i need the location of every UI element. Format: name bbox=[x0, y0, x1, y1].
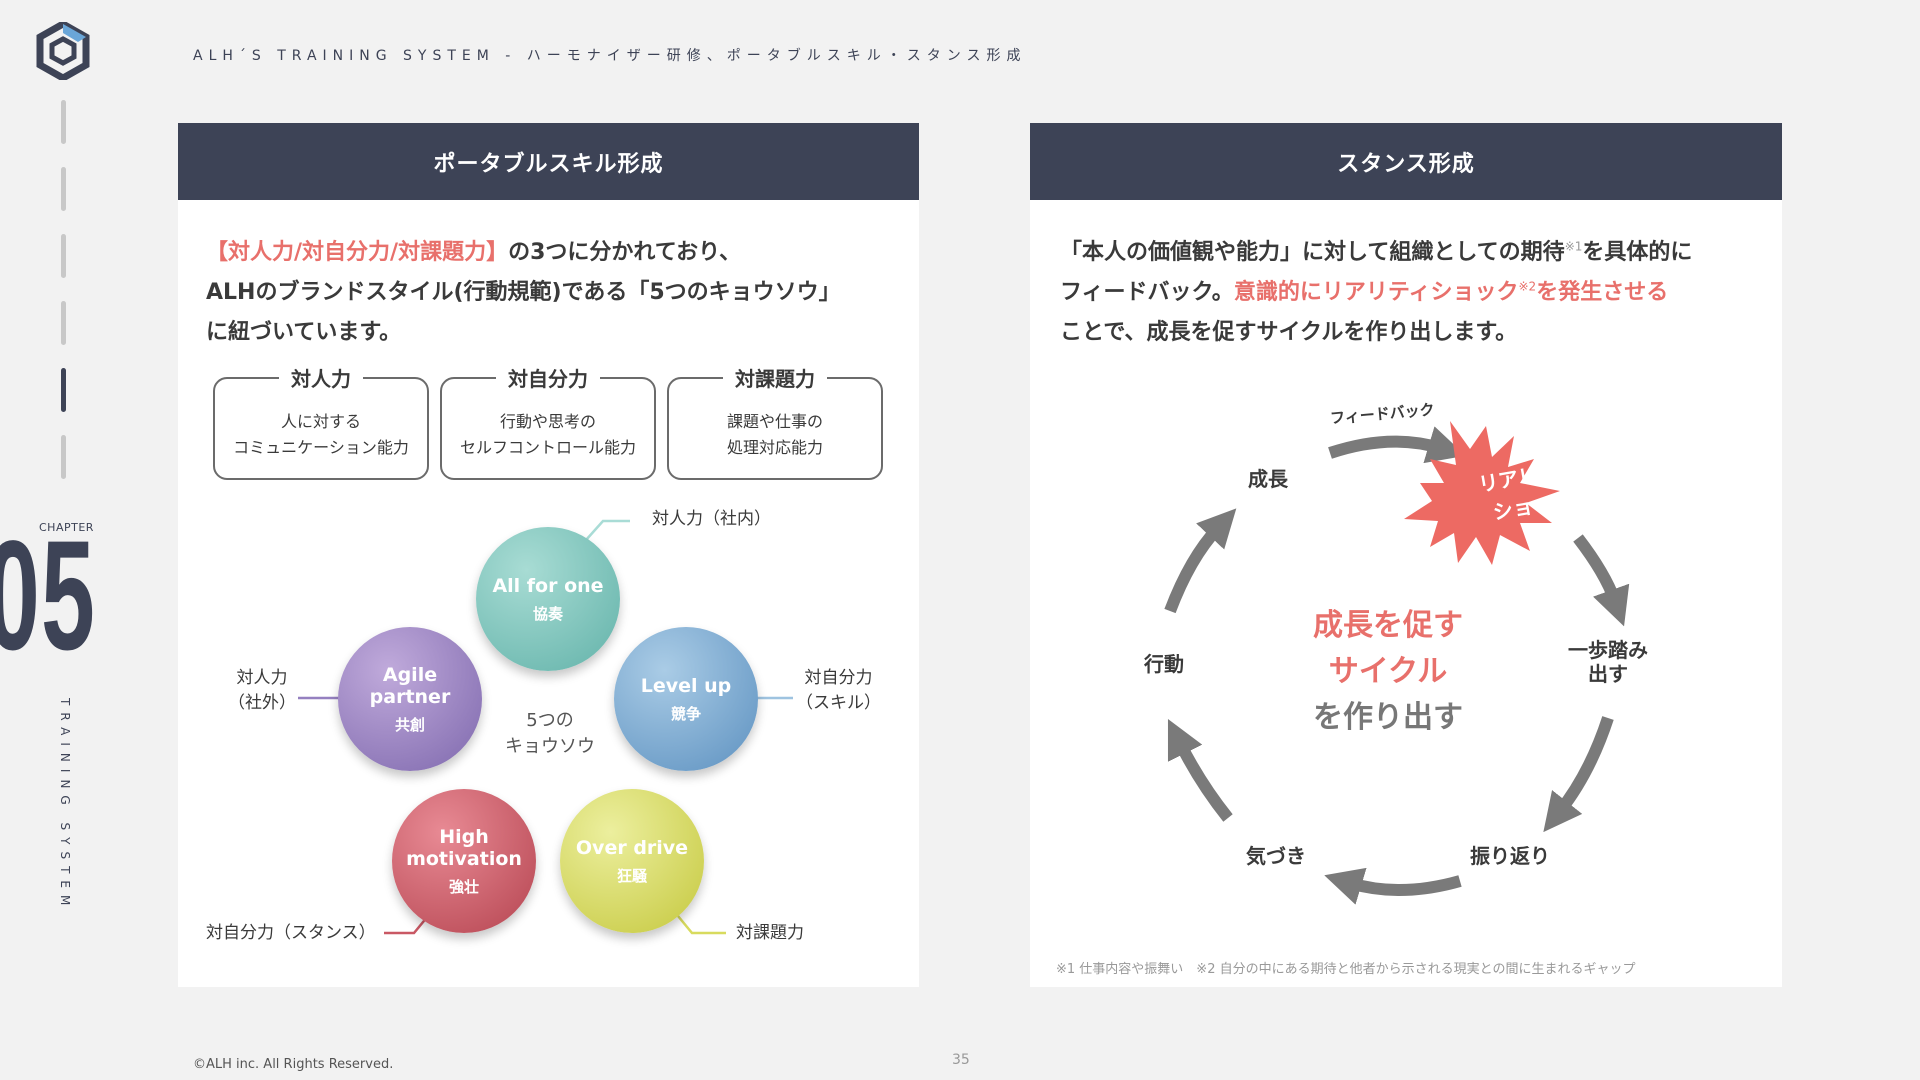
note-ref: ※1 bbox=[1564, 239, 1583, 254]
progress-dash bbox=[61, 100, 66, 144]
circle-over-drive: Over drive 狂騒 bbox=[560, 789, 704, 933]
page-header: ALH´S TRAINING SYSTEM - ハーモナイザー研修、ポータブルス… bbox=[193, 48, 1027, 64]
circle-label: 対課題力 bbox=[736, 923, 804, 943]
cycle-label-step-forward: 一歩踏み 出す bbox=[1568, 638, 1648, 686]
cycle-arrow bbox=[1167, 718, 1233, 822]
intro-text: に紐づいています。 bbox=[206, 320, 402, 345]
circle-label: 対人力（社内） bbox=[652, 509, 771, 529]
intro-highlight: を発生させる bbox=[1536, 280, 1669, 305]
reality-shock-burst bbox=[1404, 421, 1560, 565]
ability-box-interpersonal: 対人力 人に対する コミュニケーション能力 bbox=[213, 363, 429, 480]
circle-en: Over drive bbox=[575, 836, 689, 859]
chapter-number: 05 bbox=[0, 509, 97, 683]
progress-dash-current bbox=[61, 368, 66, 412]
cycle-center-text: 成長を促す サイクル を作り出す bbox=[1238, 603, 1538, 741]
cycle-arrow bbox=[1324, 867, 1462, 905]
circle-en: Agile partner bbox=[369, 663, 451, 708]
chapter-label: CHAPTER bbox=[39, 521, 94, 534]
stance-panel: スタンス形成 「本人の価値観や能力」に対して組織としての期待※1を具体的に フィ… bbox=[1030, 123, 1782, 987]
circle-jp: 協奏 bbox=[532, 604, 563, 623]
cycle-label-awareness: 気づき bbox=[1246, 844, 1306, 868]
circle-jp: 強壮 bbox=[448, 877, 479, 896]
growth-cycle-diagram bbox=[1164, 421, 1630, 905]
cycle-center-line: 成長を促す bbox=[1313, 608, 1463, 643]
intro-text: 「本人の価値観や能力」に対して組織としての期待 bbox=[1060, 240, 1565, 265]
cycle-arrow bbox=[1164, 508, 1237, 614]
page-number: 35 bbox=[952, 1052, 970, 1068]
cycle-arrow bbox=[1573, 534, 1630, 627]
circle-en: High motivation bbox=[406, 825, 522, 870]
cycle-center-line: サイクル bbox=[1328, 654, 1448, 689]
cycle-label-reflection: 振り返り bbox=[1470, 844, 1550, 868]
copyright: ©ALH inc. All Rights Reserved. bbox=[193, 1057, 394, 1072]
circle-agile-partner: Agile partner 共創 bbox=[338, 627, 482, 771]
left-intro-text: 【対人力/対自分力/対課題力】の3つに分かれており、 ALHのブランドスタイル(… bbox=[206, 233, 906, 353]
panel-title: スタンス形成 bbox=[1030, 123, 1782, 200]
cycle-label-action: 行動 bbox=[1144, 652, 1184, 676]
ability-title: 対自分力 bbox=[496, 363, 600, 392]
ability-desc: 課題や仕事の 処理対応能力 bbox=[726, 412, 823, 457]
cycle-arrow bbox=[1543, 716, 1614, 833]
ability-box-self: 対自分力 行動や思考の セルフコントロール能力 bbox=[440, 363, 656, 480]
ability-desc: 行動や思考の セルフコントロール能力 bbox=[459, 412, 636, 457]
footnotes: ※1 仕事内容や振舞い ※2 自分の中にある期待と他者から示される現実との間に生… bbox=[1056, 962, 1636, 977]
intro-text: ALHのブランドスタイル(行動規範)である「5つのキョウソウ」 bbox=[206, 280, 841, 305]
note-ref: ※2 bbox=[1518, 279, 1537, 294]
progress-dash bbox=[61, 435, 66, 479]
cycle-label-growth: 成長 bbox=[1248, 467, 1288, 491]
progress-dash bbox=[61, 167, 66, 211]
cycle-arrow bbox=[1328, 426, 1466, 464]
five-kyousou-label: 5つの キョウソウ bbox=[505, 710, 595, 757]
circle-jp: 共創 bbox=[394, 715, 425, 734]
circle-high-motivation: High motivation 強壮 bbox=[392, 789, 536, 933]
circle-label: 対人力 （社外） bbox=[228, 668, 296, 713]
intro-text: の3つに分かれており、 bbox=[508, 240, 742, 265]
circle-all-for-one: All for one 協奏 bbox=[476, 527, 620, 671]
circle-jp: 狂騒 bbox=[616, 866, 647, 885]
circle-jp: 競争 bbox=[670, 704, 701, 723]
progress-dash bbox=[61, 234, 66, 278]
panel-title: ポータブルスキル形成 bbox=[178, 123, 919, 200]
ability-title: 対課題力 bbox=[723, 363, 827, 392]
progress-dash bbox=[61, 301, 66, 345]
right-intro-text: 「本人の価値観や能力」に対して組織としての期待※1を具体的に フィードバック。意… bbox=[1060, 233, 1760, 353]
intro-highlight: 【対人力/対自分力/対課題力】 bbox=[206, 240, 509, 265]
cycle-center-line: を作り出す bbox=[1313, 700, 1463, 735]
circle-label: 対自分力 （スキル） bbox=[796, 668, 881, 713]
vertical-label: TRAINING SYSTEM bbox=[58, 698, 72, 913]
circle-en: All for one bbox=[492, 574, 604, 597]
ability-desc: 人に対する コミュニケーション能力 bbox=[233, 412, 409, 457]
circle-label: 対自分力（スタンス） bbox=[206, 923, 376, 943]
intro-highlight: 意識的にリアリティショック bbox=[1233, 280, 1519, 305]
circle-level-up: Level up 競争 bbox=[614, 627, 758, 771]
intro-text: ことで、成長を促すサイクルを作り出します。 bbox=[1060, 320, 1518, 345]
portable-skill-panel: ポータブルスキル形成 【対人力/対自分力/対課題力】の3つに分かれており、 AL… bbox=[178, 123, 919, 987]
ability-box-task: 対課題力 課題や仕事の 処理対応能力 bbox=[667, 363, 883, 480]
intro-text: を具体的に bbox=[1582, 240, 1693, 265]
intro-text: フィードバック。 bbox=[1060, 280, 1234, 305]
ability-title: 対人力 bbox=[279, 363, 363, 392]
circle-en: Level up bbox=[640, 674, 732, 697]
alh-logo-icon bbox=[36, 22, 90, 80]
